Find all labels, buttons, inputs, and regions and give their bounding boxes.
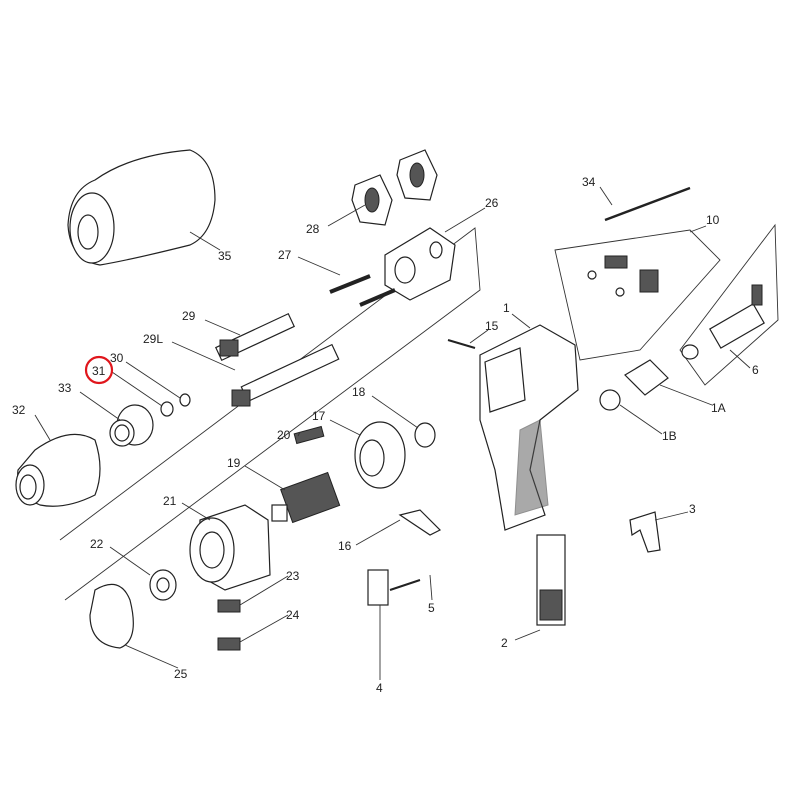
label-17: 17 [312,409,326,423]
part-26-hammer-cage[interactable] [384,227,456,301]
label-33: 33 [58,381,72,395]
label-18: 18 [352,385,366,399]
label-26: 26 [485,196,499,210]
label-28: 28 [306,222,320,236]
label-25: 25 [174,667,188,681]
label-22: 22 [90,537,104,551]
part-31-ring[interactable] [160,401,174,417]
group-outline-6 [679,223,779,386]
part-2-handle-valve[interactable] [536,534,566,626]
label-34: 34 [582,175,596,189]
part-10-reverse-valve[interactable] [587,255,659,297]
label-4: 4 [376,681,383,695]
label-32: 32 [12,403,26,417]
highlight-circle-31 [84,355,114,385]
label-29L: 29L [143,332,163,346]
label-29: 29 [182,309,196,323]
part-1-housing[interactable] [479,324,579,531]
part-16-plate[interactable] [398,509,442,536]
label-2: 2 [501,636,508,650]
part-25-gasket[interactable] [89,583,134,649]
label-16: 16 [338,539,352,553]
part-28-hammer[interactable] [351,174,393,226]
part-28-hammer-2[interactable] [396,149,438,201]
part-22-bearing[interactable] [149,569,177,601]
part-1B-ring[interactable] [599,389,621,411]
part-23-plate[interactable] [217,599,241,613]
label-6: 6 [752,363,759,377]
part-15-pin[interactable] [447,339,476,349]
label-21: 21 [163,494,177,508]
label-15: 15 [485,319,499,333]
part-32-boot[interactable] [15,433,101,507]
label-31[interactable]: 31 [92,364,106,378]
part-6-regulator[interactable] [681,284,765,360]
part-19-rotor[interactable] [271,471,341,524]
part-5-pin[interactable] [389,579,421,591]
part-29L-anvil[interactable] [231,343,340,407]
label-3: 3 [689,502,696,516]
label-1A: 1A [711,401,726,415]
label-10: 10 [706,213,720,227]
part-1A-bushing[interactable] [624,359,669,396]
part-18-bearing[interactable] [414,422,436,448]
part-24-plate[interactable] [217,637,241,651]
part-21-housing[interactable] [189,504,271,591]
label-20: 20 [277,428,291,442]
part-34-bolt[interactable] [604,186,691,222]
group-outline-10 [554,229,721,361]
part-17-cylinder[interactable] [354,421,406,489]
label-30: 30 [110,351,124,365]
part-33-bushing[interactable] [109,404,154,447]
part-27-pin[interactable] [329,274,371,294]
label-24: 24 [286,608,300,622]
part-3-clip[interactable] [629,511,661,553]
label-27: 27 [278,248,292,262]
label-5: 5 [428,601,435,615]
label-19: 19 [227,456,241,470]
part-35-boot[interactable] [67,149,216,266]
part-4-trigger[interactable] [367,569,389,606]
part-20-blade[interactable] [293,425,325,445]
part-29-anvil[interactable] [214,312,296,362]
label-1: 1 [503,301,510,315]
part-30-washer[interactable] [179,393,191,407]
leader-lines [34,186,751,680]
label-35: 35 [218,249,232,263]
part-27-pin-2[interactable] [359,288,396,307]
label-23: 23 [286,569,300,583]
label-1B: 1B [662,429,677,443]
